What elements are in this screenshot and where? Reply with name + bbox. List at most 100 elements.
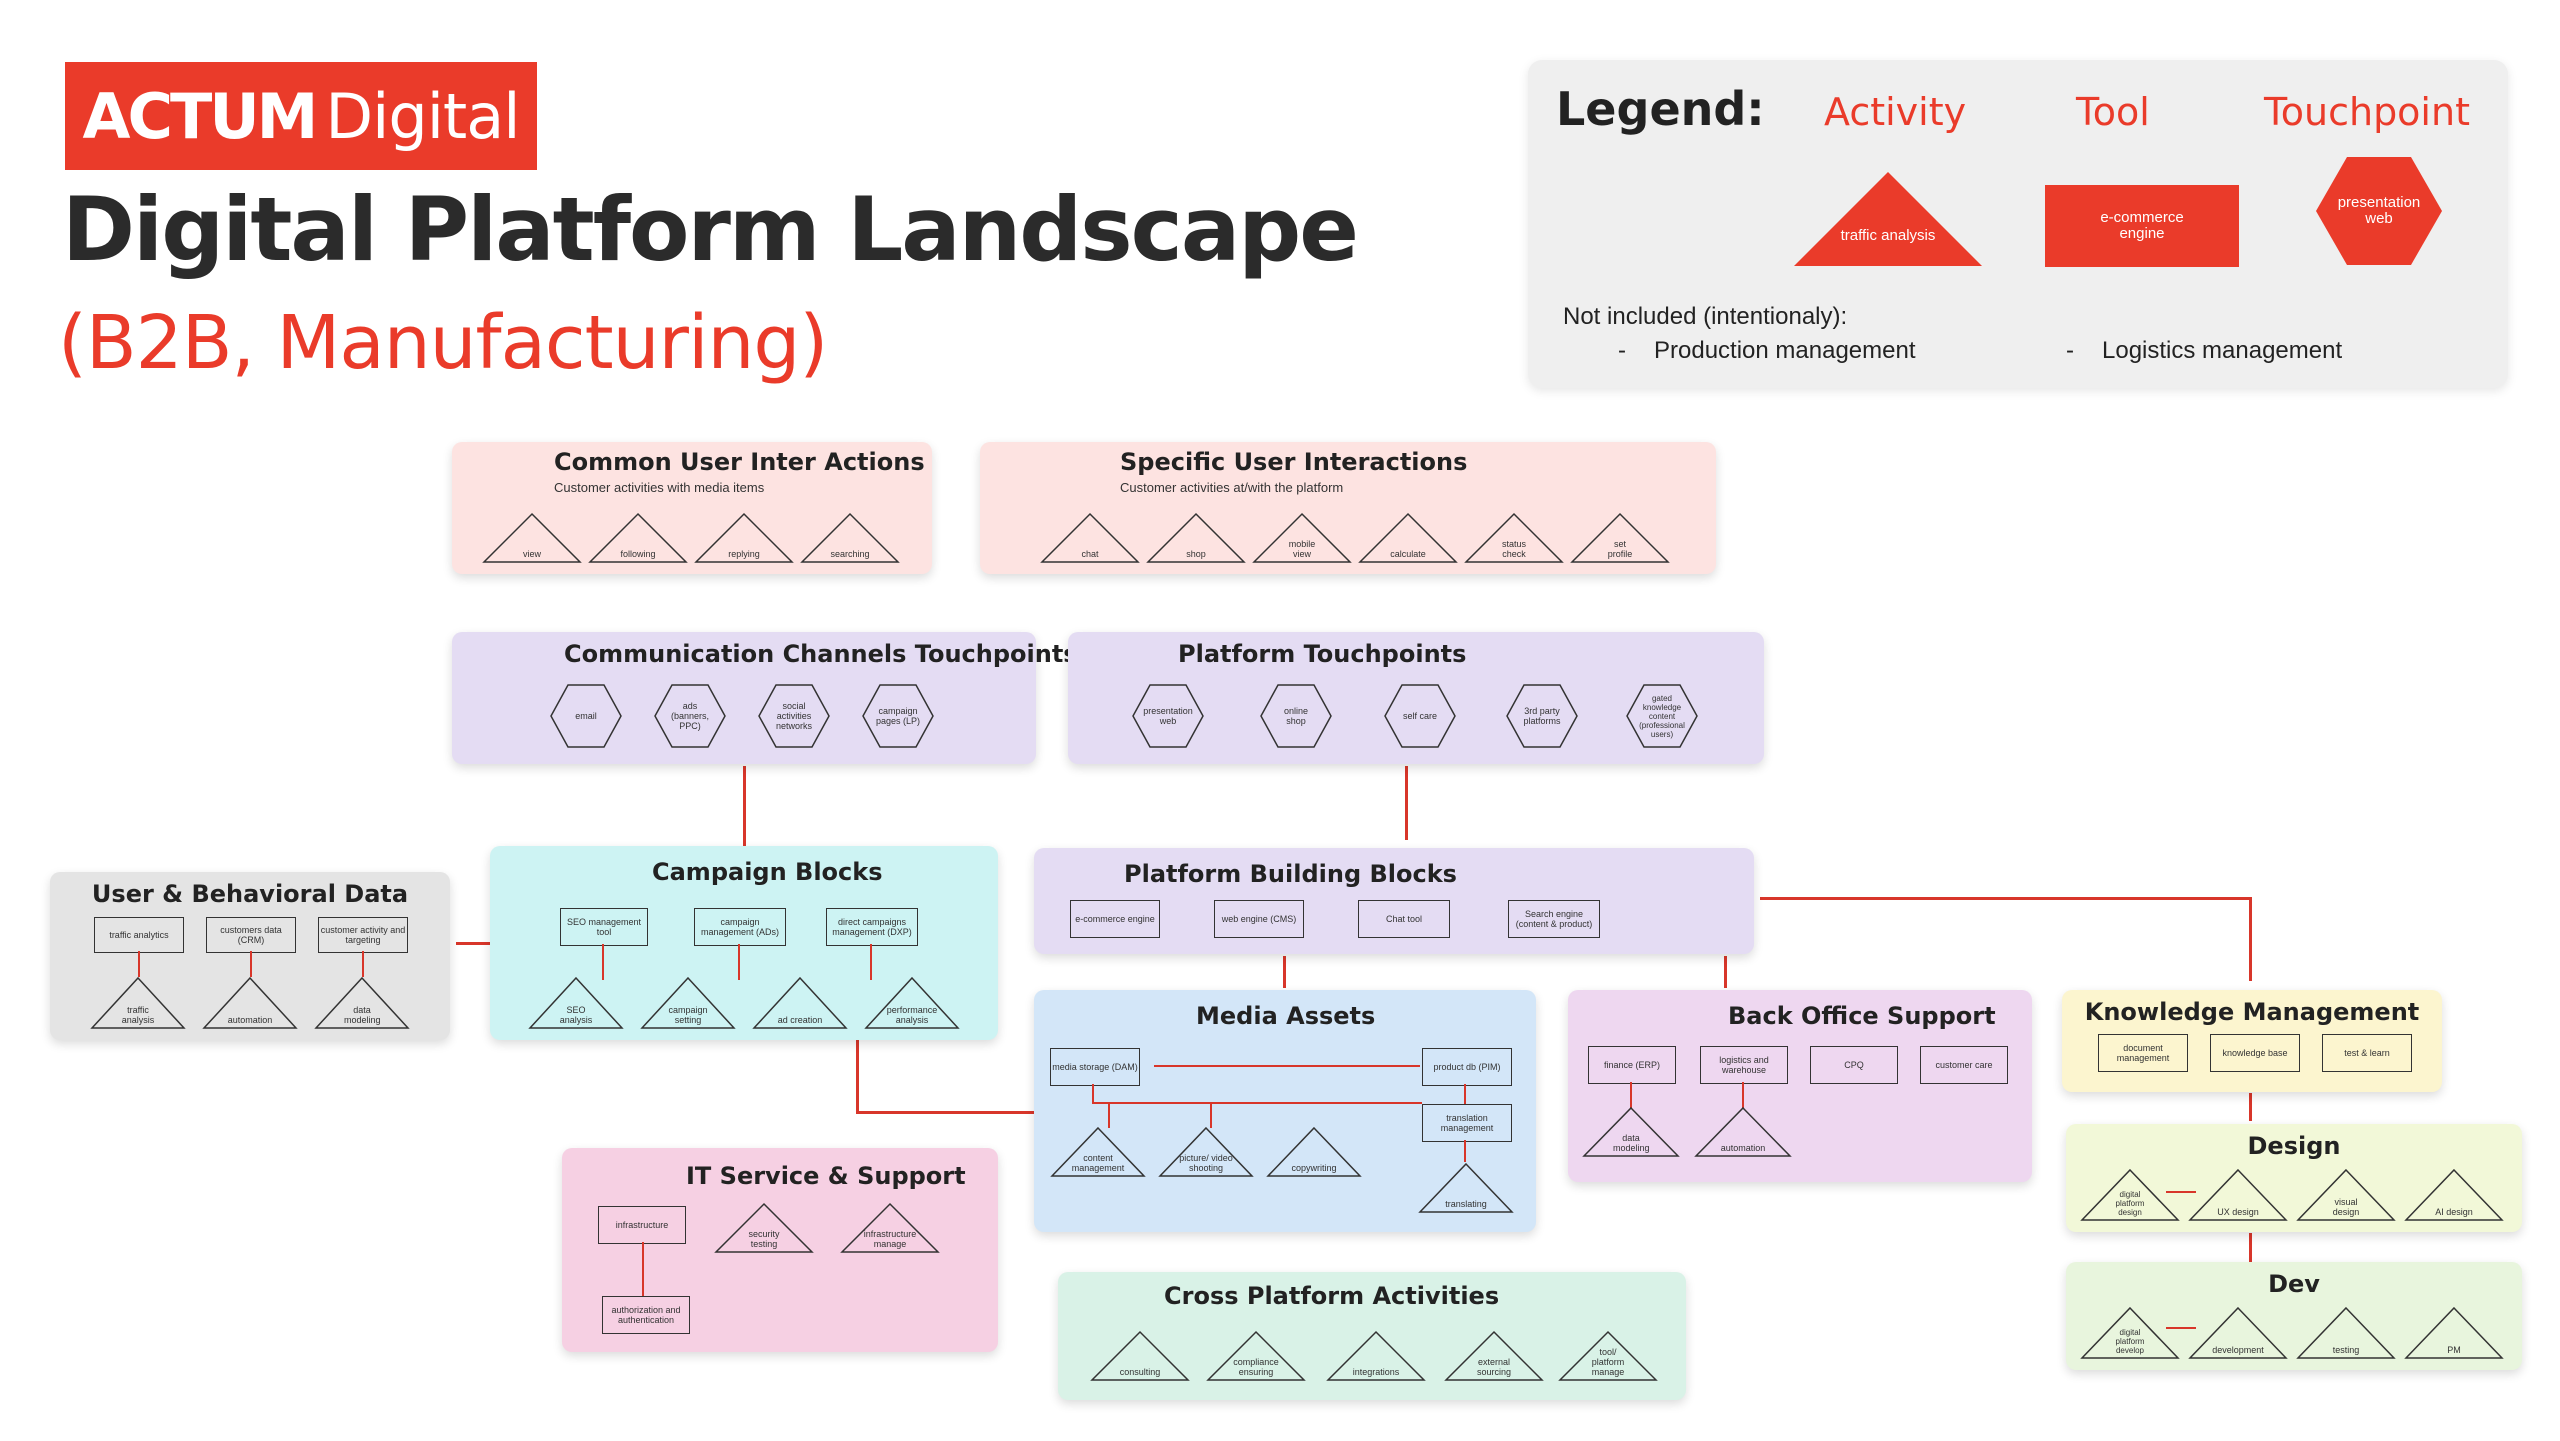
tool-rectangle: Chat tool — [1358, 900, 1450, 938]
activity-triangle: infrastructure manage — [840, 1202, 940, 1254]
platform-touchpoints-box: Platform Touchpoints presentation web on… — [1068, 632, 1764, 764]
tool-rectangle: SEO management tool — [560, 908, 648, 946]
connector-line — [1108, 1102, 1110, 1128]
connector-line — [1760, 897, 2252, 900]
legend-tool-rectangle: e-commerce engine — [2045, 185, 2239, 267]
activity-triangle: AI design — [2404, 1168, 2504, 1222]
tool-rectangle: product db (PIM) — [1422, 1048, 1512, 1086]
cross-platform-activities-box: Cross Platform Activities consulting com… — [1058, 1272, 1686, 1400]
activity-triangle: digital platform design — [2080, 1168, 2180, 1222]
connector-line — [1742, 1082, 1744, 1108]
activity-triangle: status check — [1464, 512, 1564, 564]
activity-triangle: translating — [1418, 1162, 1514, 1214]
activity-triangle: calculate — [1358, 512, 1458, 564]
communication-channels-box: Communication Channels Touchpoints email… — [452, 632, 1078, 764]
activity-triangle: campaign setting — [640, 976, 736, 1030]
activity-triangle: traffic analysis — [90, 976, 186, 1030]
tool-rectangle: knowledge base — [2210, 1034, 2300, 1072]
box-title: Platform Building Blocks — [1124, 860, 1457, 888]
legend-tool-heading: Tool — [2076, 90, 2150, 134]
activity-triangle: mobile view — [1252, 512, 1352, 564]
campaign-blocks-box: Campaign Blocks SEO management tool camp… — [490, 846, 998, 1040]
box-title: Dev — [2268, 1270, 2320, 1298]
activity-triangle: security testing — [714, 1202, 814, 1254]
legend-title: Legend: — [1556, 82, 1765, 136]
media-assets-box: Media Assets media storage (DAM) product… — [1034, 990, 1536, 1232]
legend-activity-triangle: traffic analysis — [1792, 170, 1984, 268]
box-title: Specific User Interactions — [1120, 448, 1468, 476]
tool-rectangle: media storage (DAM) — [1050, 1048, 1140, 1086]
activity-triangle: shop — [1146, 512, 1246, 564]
activity-triangle: compliance ensuring — [1206, 1330, 1306, 1382]
legend-activity-heading: Activity — [1824, 90, 1967, 134]
activity-triangle: testing — [2296, 1306, 2396, 1360]
activity-triangle: set profile — [1570, 512, 1670, 564]
box-subtitle: Customer activities at/with the platform — [1120, 480, 1344, 495]
box-title: Platform Touchpoints — [1178, 640, 1467, 668]
connector-line — [1405, 766, 1408, 840]
tool-rectangle: test & learn — [2322, 1034, 2412, 1072]
activity-triangle: performance analysis — [864, 976, 960, 1030]
tool-rectangle: translation management — [1422, 1104, 1512, 1142]
logo-bold-text: ACTUM — [82, 79, 319, 153]
back-office-support-box: Back Office Support finance (ERP) logist… — [1568, 990, 2032, 1182]
activity-triangle: replying — [694, 512, 794, 564]
tool-rectangle: traffic analytics — [94, 917, 184, 953]
activity-triangle: development — [2188, 1306, 2288, 1360]
activity-triangle: data modeling — [1582, 1106, 1680, 1158]
connector-line — [1630, 1082, 1632, 1108]
activity-triangle: automation — [202, 976, 298, 1030]
activity-triangle: view — [482, 512, 582, 564]
touchpoint-hexagon: email — [550, 684, 622, 748]
connector-line — [1464, 1140, 1466, 1162]
it-service-support-box: IT Service & Support infrastructure auth… — [562, 1148, 998, 1352]
activity-triangle: copywriting — [1266, 1126, 1362, 1178]
specific-user-interactions-box: Specific User Interactions Customer acti… — [980, 442, 1716, 574]
touchpoint-hexagon: gated knowledge content (professional us… — [1626, 684, 1698, 748]
box-title: Back Office Support — [1728, 1002, 1996, 1030]
box-title: Campaign Blocks — [652, 858, 883, 886]
connector-line — [250, 951, 252, 977]
legend-activity-example: traffic analysis — [1840, 227, 1936, 244]
legend-touchpoint-example: presentation web — [2337, 194, 2421, 227]
logo-light-text: Digital — [325, 79, 520, 153]
connector-line — [2166, 1327, 2196, 1329]
page-title: Digital Platform Landscape — [62, 178, 1359, 281]
platform-building-blocks-box: Platform Building Blocks e-commerce engi… — [1034, 848, 1754, 954]
knowledge-management-box: Knowledge Management document management… — [2062, 990, 2442, 1092]
tool-rectangle: campaign management (ADs) — [694, 908, 786, 946]
box-subtitle: Customer activities with media items — [554, 480, 765, 495]
touchpoint-hexagon: self care — [1384, 684, 1456, 748]
activity-triangle: chat — [1040, 512, 1140, 564]
connector-line — [456, 942, 490, 945]
activity-triangle: PM — [2404, 1306, 2504, 1360]
connector-line — [1210, 1102, 1212, 1128]
box-title: IT Service & Support — [686, 1162, 966, 1190]
tool-rectangle: infrastructure — [598, 1206, 686, 1244]
connector-line — [743, 766, 746, 846]
touchpoint-hexagon: presentation web — [1132, 684, 1204, 748]
activity-triangle: following — [588, 512, 688, 564]
connector-line — [1464, 1084, 1466, 1104]
box-title: Knowledge Management — [2084, 998, 2420, 1026]
user-behavioral-data-box: User & Behavioral Data traffic analytics… — [50, 872, 450, 1040]
activity-triangle: visual design — [2296, 1168, 2396, 1222]
connector-line — [602, 944, 604, 980]
activity-triangle: picture/ video shooting — [1158, 1126, 1254, 1178]
tool-rectangle: Search engine (content & product) — [1508, 900, 1600, 938]
excluded-item: Logistics management — [2102, 337, 2343, 364]
tool-rectangle: e-commerce engine — [1070, 900, 1160, 938]
dash-bullet: - — [1618, 337, 1626, 364]
common-user-interactions-box: Common User Inter Actions Customer activ… — [452, 442, 932, 574]
activity-triangle: UX design — [2188, 1168, 2288, 1222]
legend-touchpoint-heading: Touchpoint — [2264, 90, 2470, 134]
connector-line — [2249, 1093, 2252, 1121]
activity-triangle: SEO analysis — [528, 976, 624, 1030]
tool-rectangle: direct campaigns management (DXP) — [826, 908, 918, 946]
activity-triangle: data modeling — [314, 976, 410, 1030]
connector-line — [362, 951, 364, 977]
touchpoint-hexagon: online shop — [1260, 684, 1332, 748]
connector-line — [870, 944, 872, 980]
legend-panel: Legend: Activity Tool Touchpoint traffic… — [1528, 60, 2508, 388]
